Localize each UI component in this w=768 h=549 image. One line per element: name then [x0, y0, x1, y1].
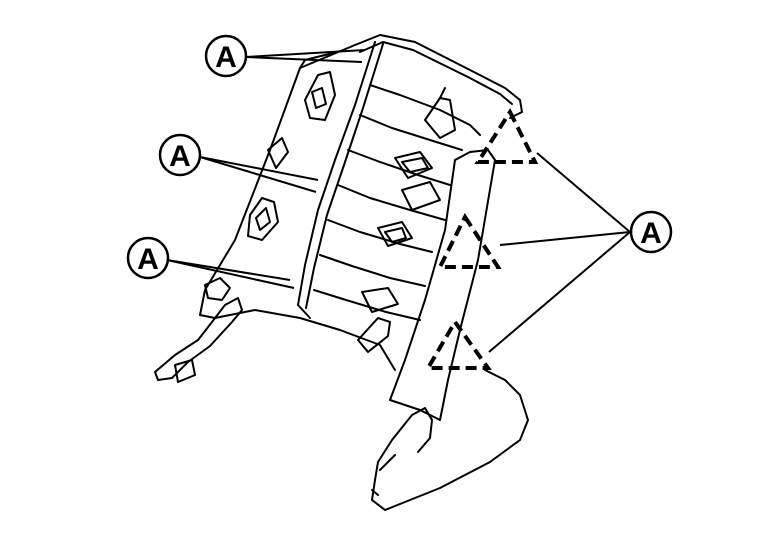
callout-low-left: A — [126, 236, 170, 280]
pawl-triangle-icon — [424, 318, 492, 370]
callout-mid-left: A — [158, 133, 202, 177]
pawl-triangle-icon — [436, 213, 502, 269]
callout-top-left: A — [204, 34, 248, 78]
callout-label: A — [215, 41, 237, 74]
inner-shelves — [313, 84, 481, 321]
pawl-triangles — [424, 107, 539, 370]
front-panel — [389, 149, 496, 421]
pawl-triangle-icon — [474, 107, 539, 164]
lower-skirt — [371, 369, 529, 511]
leader-lines — [166, 49, 631, 353]
base-panel — [154, 297, 396, 383]
callout-right: A — [629, 210, 673, 254]
clip-strip — [297, 41, 384, 309]
callout-label: A — [137, 243, 159, 276]
left-side-panel — [204, 49, 346, 301]
callout-label: A — [169, 140, 191, 173]
callout-label: A — [640, 217, 662, 250]
